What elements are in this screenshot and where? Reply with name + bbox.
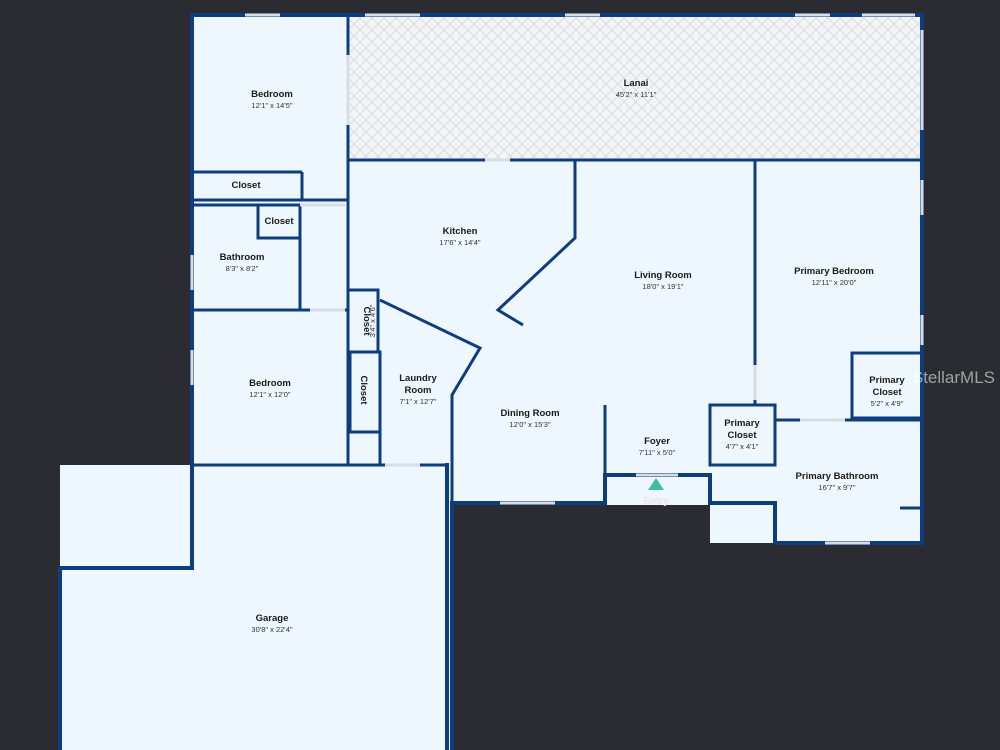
closet-small-name: Closet (361, 306, 372, 336)
room-labels: Lanai 45'2" x 11'1" Bedroom 12'1" x 14'5… (220, 78, 906, 634)
entry-label: Entry (643, 496, 669, 507)
bathroom-name: Bathroom (220, 252, 265, 263)
primary-bedroom-name: Primary Bedroom (794, 266, 874, 277)
closet-a-name: Closet (231, 180, 261, 191)
bathroom-dim: 8'3" x 8'2" (226, 264, 259, 273)
closet-small-dim: 3'4" x 4'6" (368, 304, 377, 337)
lanai-name: Lanai (624, 78, 649, 89)
laundry-name-1: Laundry (399, 373, 437, 384)
bedroom-mid-name: Bedroom (249, 378, 291, 389)
dining-room-name: Dining Room (500, 408, 559, 419)
living-room-name: Living Room (634, 270, 692, 281)
primary-bathroom-dim: 16'7" x 9'7" (819, 483, 856, 492)
kitchen-dim: 17'6" x 14'4" (439, 238, 480, 247)
windows (190, 13, 924, 545)
lanai-dim: 45'2" x 11'1" (616, 90, 657, 99)
entry-arrow-icon (648, 478, 664, 490)
bedroom-mid-dim: 12'1" x 12'0" (249, 390, 290, 399)
laundry-dim: 7'1" x 12'7" (400, 397, 437, 406)
closet-b-name: Closet (264, 216, 294, 227)
primary-closet-b-name-2: Closet (872, 387, 902, 398)
watermark: StellarMLS (912, 368, 995, 387)
primary-bedroom-dim: 12'11" x 20'0" (812, 278, 857, 287)
primary-closet-a-name-2: Closet (727, 430, 757, 441)
primary-closet-b-name-1: Primary (869, 375, 905, 386)
lanai-floor (350, 15, 922, 160)
kitchen-name: Kitchen (443, 226, 478, 237)
primary-bathroom-name: Primary Bathroom (796, 471, 879, 482)
primary-closet-b-dim: 5'2" x 4'9" (871, 399, 904, 408)
floor-fills (60, 15, 922, 750)
primary-closet-a-name-1: Primary (724, 418, 760, 429)
laundry-name-2: Room (405, 385, 432, 396)
closet-vertical-name: Closet (358, 375, 369, 405)
bedroom-top-name: Bedroom (251, 89, 293, 100)
living-room-dim: 18'0" x 19'1" (642, 282, 683, 291)
dining-room-dim: 12'0" x 15'3" (509, 420, 550, 429)
foyer-dim: 7'11" x 5'0" (639, 448, 676, 457)
primary-closet-a-dim: 4'7" x 4'1" (726, 442, 759, 451)
garage-name: Garage (256, 613, 289, 624)
foyer-name: Foyer (644, 436, 670, 447)
garage-dim: 30'8" x 22'4" (251, 625, 292, 634)
bedroom-top-dim: 12'1" x 14'5" (251, 101, 292, 110)
